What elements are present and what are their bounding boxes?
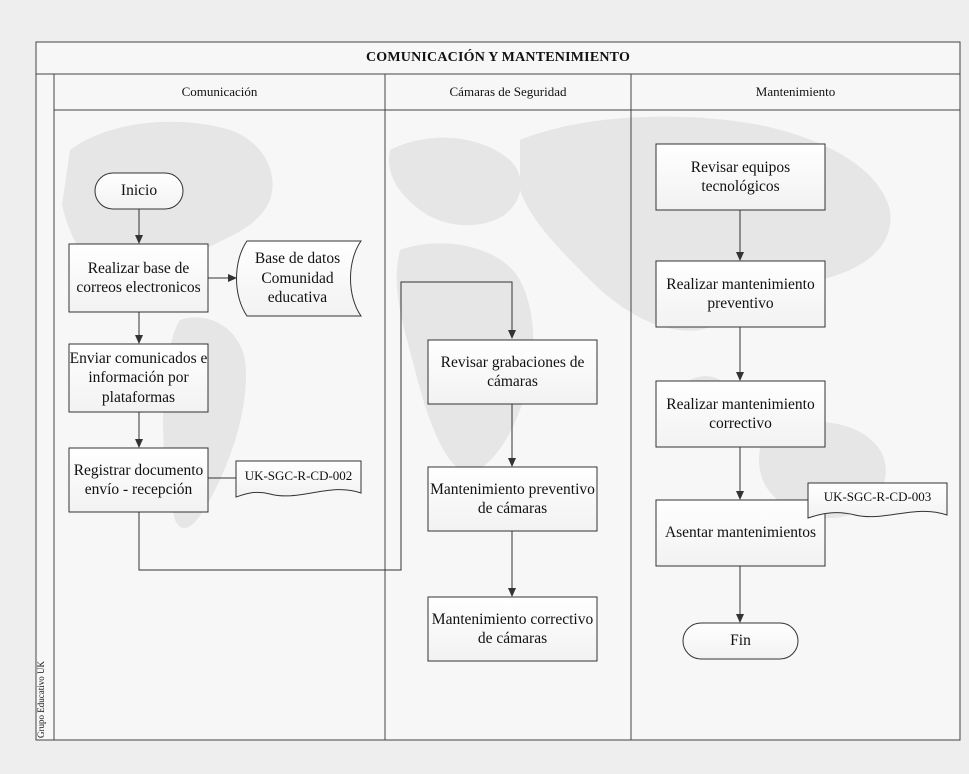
lane-header-mantenimiento: Mantenimiento <box>755 84 836 99</box>
review-recordings-step: Revisar grabaciones de cámaras <box>440 353 585 390</box>
start-node-label: Inicio <box>120 182 158 200</box>
process-box <box>655 380 826 448</box>
process-box <box>427 596 598 662</box>
document-shape <box>235 460 362 498</box>
process-box <box>68 343 209 413</box>
create-email-database-step: Realizar base de correos electronicos <box>76 259 201 296</box>
review-equipment-step: Revisar equipos tecnológicos <box>690 158 791 195</box>
elbow-connector <box>138 281 516 571</box>
process-box <box>655 143 826 211</box>
record-maintenance-step: Asentar mantenimientos <box>664 524 817 542</box>
lane-header-comunicacion: Comunicación <box>181 84 258 99</box>
send-communications-step: Enviar comunicados e información por pla… <box>69 349 208 406</box>
preventive-maintenance-step: Realizar mantenimiento preventivo <box>666 275 815 312</box>
process-box <box>427 339 598 405</box>
camera-corrective-step: Mantenimiento correctivo de cámaras <box>431 610 594 647</box>
organization-side-label: Grupo Educativo UK <box>36 661 46 738</box>
process-box <box>427 466 598 532</box>
register-document-step: Registrar documento envío - recepción <box>73 461 204 498</box>
corrective-maintenance-step: Realizar mantenimiento correctivo <box>666 395 815 432</box>
process-box <box>655 499 826 567</box>
document-code-label: UK-SGC-R-CD-003 <box>823 488 932 504</box>
end-node-label: Fin <box>730 632 751 650</box>
database-shape <box>236 240 362 317</box>
camera-preventive-step: Mantenimiento preventivo de cámaras <box>430 480 595 517</box>
process-box <box>68 243 209 313</box>
end-terminator <box>682 622 799 660</box>
diagram-title: COMUNICACIÓN Y MANTENIMIENTO <box>365 50 631 65</box>
document-code-label: UK-SGC-R-CD-002 <box>244 467 353 483</box>
document-shape <box>807 482 948 519</box>
lane-header-camaras: Cámaras de Seguridad <box>449 84 567 99</box>
database-label: Base de datos Comunidad educativa <box>254 250 341 307</box>
process-box <box>655 260 826 328</box>
